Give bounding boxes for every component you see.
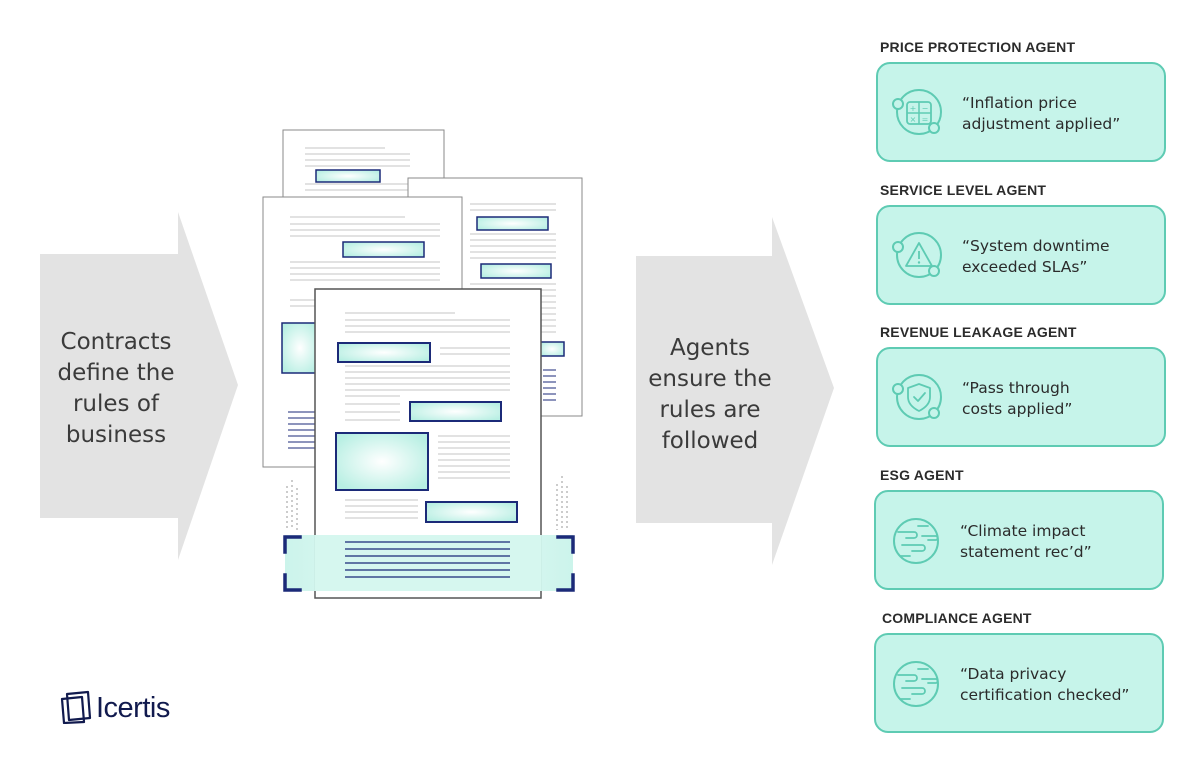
middle-arrow-shape bbox=[636, 217, 834, 565]
service-level-agent-quote: “System downtime exceeded SLAs” bbox=[962, 236, 1110, 278]
contracts-caption-line: rules of bbox=[72, 391, 160, 417]
quote-line: “Inflation price bbox=[962, 94, 1077, 112]
agents-caption-line: followed bbox=[661, 428, 759, 454]
scan-band bbox=[283, 476, 575, 592]
left-arrow-shape bbox=[40, 212, 238, 560]
agents-caption-line: ensure the bbox=[648, 366, 772, 392]
price-protection-agent-quote: “Inflation price adjustment applied” bbox=[962, 93, 1120, 135]
svg-text:×: × bbox=[910, 115, 917, 124]
quote-line: exceeded SLAs” bbox=[962, 258, 1088, 276]
compliance-agent-card: “Data privacy certification checked” bbox=[874, 633, 1164, 733]
agents-caption-line: Agents bbox=[669, 335, 751, 361]
esg-agent-title: ESG AGENT bbox=[880, 467, 964, 483]
quote-line: “System downtime bbox=[962, 237, 1110, 255]
contracts-caption-line: define the bbox=[57, 360, 175, 386]
calculator-icon: + − × = bbox=[892, 89, 942, 135]
compliance-agent-title: COMPLIANCE AGENT bbox=[882, 610, 1032, 626]
quote-line: “Pass through bbox=[962, 379, 1070, 397]
price-protection-agent-card: + − × = “Inflation price adjustment appl… bbox=[876, 62, 1166, 162]
revenue-leakage-agent-card: “Pass through costs applied” bbox=[876, 347, 1166, 447]
quote-line: certification checked” bbox=[960, 686, 1130, 704]
price-protection-agent-title: PRICE PROTECTION AGENT bbox=[880, 39, 1076, 55]
svg-text:−: − bbox=[922, 104, 929, 113]
agents-caption-line: rules are bbox=[659, 397, 761, 423]
service-level-agent-card: “System downtime exceeded SLAs” bbox=[876, 205, 1166, 305]
quote-line: costs applied” bbox=[962, 400, 1073, 418]
svg-text:+: + bbox=[910, 104, 917, 113]
agents-caption: Agents ensure the rules are followed bbox=[636, 333, 784, 457]
svg-text:=: = bbox=[922, 115, 929, 124]
globe-icon bbox=[893, 518, 939, 564]
quote-line: statement rec’d” bbox=[960, 543, 1092, 561]
compliance-agent-quote: “Data privacy certification checked” bbox=[960, 664, 1129, 706]
globe-icon bbox=[893, 661, 939, 707]
contracts-caption: Contracts define the rules of business bbox=[40, 327, 192, 451]
quote-line: adjustment applied” bbox=[962, 115, 1121, 133]
quote-line: “Climate impact bbox=[960, 522, 1086, 540]
quote-line: “Data privacy bbox=[960, 665, 1067, 683]
esg-agent-quote: “Climate impact statement rec’d” bbox=[960, 521, 1092, 563]
icertis-logo-text: Icertis bbox=[96, 692, 170, 724]
warning-icon bbox=[892, 232, 942, 278]
esg-agent-card: “Climate impact statement rec’d” bbox=[874, 490, 1164, 590]
revenue-leakage-agent-quote: “Pass through costs applied” bbox=[962, 378, 1072, 420]
shield-check-icon bbox=[892, 374, 942, 420]
revenue-leakage-agent-title: REVENUE LEAKAGE AGENT bbox=[880, 324, 1077, 340]
icertis-logo-icon bbox=[60, 690, 92, 724]
contracts-caption-line: business bbox=[65, 422, 167, 448]
contracts-caption-line: Contracts bbox=[60, 329, 172, 355]
service-level-agent-title: SERVICE LEVEL AGENT bbox=[880, 182, 1047, 198]
